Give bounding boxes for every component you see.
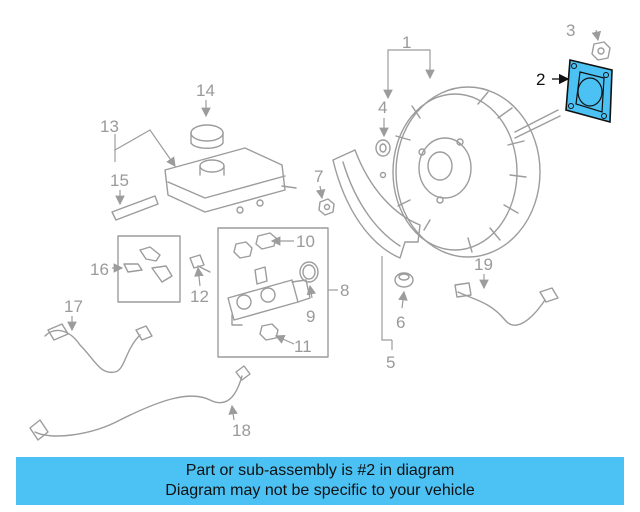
leader-lines (67, 29, 602, 421)
callout-4: 4 (378, 98, 387, 117)
nut-part-7 (318, 198, 335, 216)
sensor-wire-19 (454, 282, 559, 326)
callout-9: 9 (306, 307, 315, 326)
callout-11: 11 (294, 337, 312, 356)
fluid-reservoir (111, 124, 297, 221)
callout-18: 18 (232, 421, 251, 440)
nut-part-3 (591, 41, 611, 61)
info-banner: Part or sub-assembly is #2 in diagram Di… (16, 457, 624, 505)
seal-part-4 (375, 139, 391, 157)
callout-2: 2 (536, 70, 545, 89)
callout-17: 17 (64, 297, 83, 316)
callout-7: 7 (314, 167, 323, 186)
banner-line-2: Diagram may not be specific to your vehi… (165, 482, 475, 499)
sensor-box-part-16 (117, 235, 181, 303)
callout-13: 13 (100, 117, 119, 136)
bolt-part-12 (189, 254, 211, 273)
callout-labels: 1 2 3 4 5 6 7 8 9 10 11 12 13 14 15 16 1… (64, 21, 575, 440)
callout-8: 8 (340, 281, 349, 300)
callout-14: 14 (196, 81, 215, 100)
callout-12: 12 (190, 287, 209, 306)
sensor-wire-18 (29, 365, 251, 441)
callout-3: 3 (566, 21, 575, 40)
callout-15: 15 (110, 171, 129, 190)
heat-shield-part-5 (332, 149, 421, 259)
callout-1: 1 (402, 33, 411, 52)
banner-line-1: Part or sub-assembly is #2 in diagram (185, 462, 455, 479)
callout-10: 10 (296, 232, 315, 251)
callout-19: 19 (474, 255, 493, 274)
gasket-part-2 (565, 59, 613, 124)
callout-6: 6 (396, 313, 405, 332)
callout-16: 16 (90, 260, 109, 279)
parts-diagram: 1 2 3 4 5 6 7 8 9 10 11 12 13 14 15 16 1… (29, 21, 613, 441)
callout-5: 5 (386, 353, 395, 372)
brake-booster (392, 86, 561, 258)
grommet-part-6 (394, 272, 414, 288)
sensor-wire-17 (44, 323, 153, 374)
